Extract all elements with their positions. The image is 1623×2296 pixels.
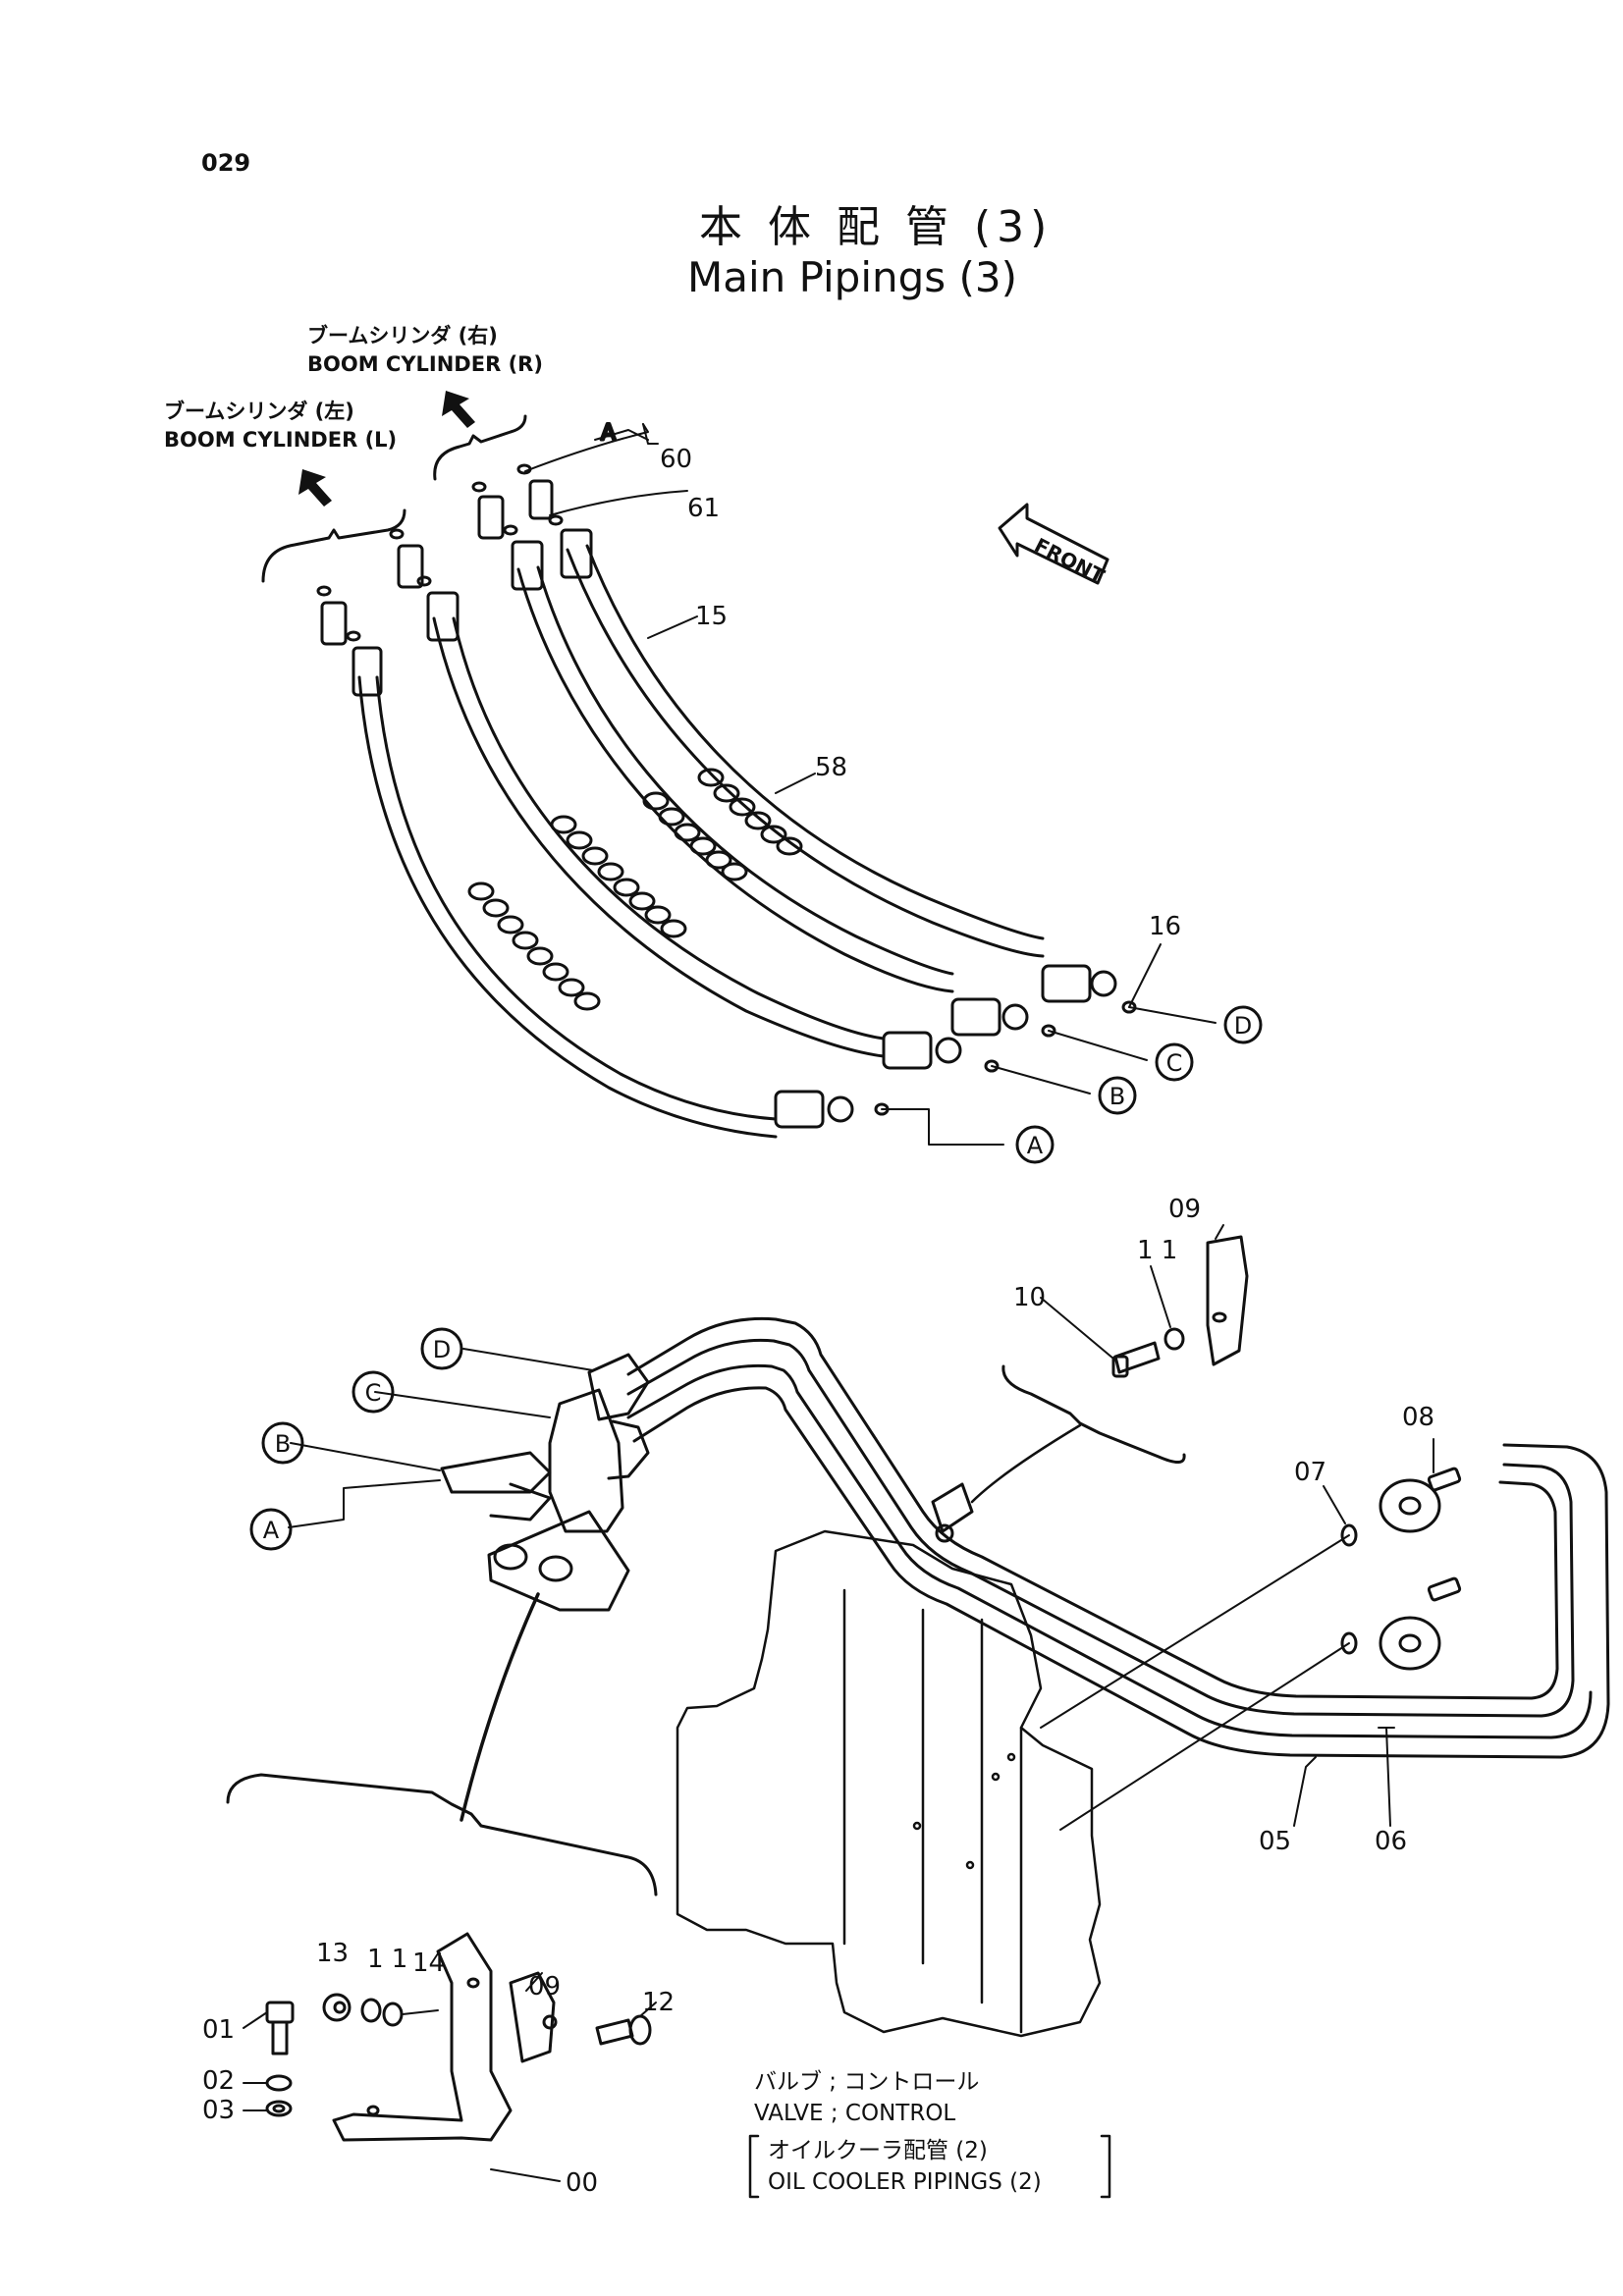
boom-cylinder-right-label-jp: ブームシリンダ (右) xyxy=(307,324,498,347)
bracket-assembly-00 xyxy=(332,1932,558,2142)
ref-a-lower-label: A xyxy=(263,1517,280,1544)
leader-07-lower xyxy=(1059,1642,1350,1831)
bracket-a-label: A xyxy=(601,421,616,446)
leader-07 xyxy=(1323,1485,1346,1524)
ref-circle-c-upper: C xyxy=(1155,1042,1194,1082)
boom-cylinder-right-label-en: BOOM CYLINDER (R) xyxy=(307,352,543,376)
part-label-12: 12 xyxy=(642,1988,675,2017)
oil-cooler-pipings-label-jp: オイルクーラ配管 (2) xyxy=(768,2138,988,2163)
arrow-boom-right-icon xyxy=(442,391,475,428)
clamp-detail-upper xyxy=(1111,1235,1249,1378)
part-label-16: 16 xyxy=(1149,912,1181,941)
ref-circle-a-lower: A xyxy=(249,1508,293,1551)
part-label-58: 58 xyxy=(815,753,847,782)
hose-a xyxy=(357,675,778,1139)
ref-circle-b-upper: B xyxy=(1098,1076,1137,1115)
part-label-02: 02 xyxy=(202,2066,235,2096)
part-label-03: 03 xyxy=(202,2096,235,2125)
lower-part-labels: 09 1 1 10 08 07 05 06 13 1 1 14 09 12 01… xyxy=(202,1195,1434,2198)
leader-07-upper xyxy=(1040,1534,1350,1729)
front-arrow-icon: FRONT xyxy=(998,503,1109,588)
washer-11-lower xyxy=(360,1998,382,2023)
ref-circle-c-lower: C xyxy=(352,1370,395,1414)
callout-line-lower xyxy=(460,1592,540,1822)
part-label-14: 14 xyxy=(412,1949,445,1978)
control-valve-block xyxy=(676,1529,1102,2038)
bracket-a-60 xyxy=(594,429,649,441)
part-label-61: 61 xyxy=(687,494,720,523)
hose-d xyxy=(566,544,1045,958)
part-label-08: 08 xyxy=(1402,1403,1434,1432)
ref-a-upper-label: A xyxy=(1027,1132,1044,1159)
part-label-09-lower: 09 xyxy=(528,1972,561,2002)
upper-part-labels: 60 61 15 58 16 xyxy=(660,445,1181,941)
hose-c xyxy=(516,565,954,993)
oil-cooler-bracket-right xyxy=(1100,2134,1111,2199)
part-label-13: 13 xyxy=(316,1939,349,1968)
flange-lower xyxy=(1379,1576,1462,1671)
part-label-09-upper: 09 xyxy=(1168,1195,1201,1224)
valve-control-label-en: VALVE ; CONTROL xyxy=(754,2101,956,2126)
ref-circle-d-lower: D xyxy=(420,1327,463,1370)
callout-brace-lower xyxy=(226,1773,658,1896)
pipe-clamp-middle xyxy=(931,1482,974,1543)
lower-leader-lines xyxy=(243,1972,657,2182)
part-label-00: 00 xyxy=(566,2168,598,2198)
ref-b-upper-label: B xyxy=(1109,1083,1125,1110)
ref-circle-a-upper: A xyxy=(1015,1125,1055,1164)
hose-protector-rings xyxy=(467,768,803,1011)
part-label-10: 10 xyxy=(1013,1283,1046,1312)
leader-06 xyxy=(1378,1727,1395,1827)
hose-b xyxy=(432,616,886,1058)
washer-02 xyxy=(265,2074,293,2092)
washer-03 xyxy=(265,2100,293,2117)
ref-c-lower-label: C xyxy=(365,1379,382,1407)
main-pipe-pair xyxy=(626,1316,1610,1759)
valve-control-label-jp: バルブ ; コントロール xyxy=(754,2069,980,2095)
junction-block xyxy=(440,1353,650,1612)
ref-d-upper-label: D xyxy=(1234,1012,1252,1040)
ref-c-upper-label: C xyxy=(1166,1049,1183,1077)
part-label-15: 15 xyxy=(695,602,728,631)
ref-circle-d-upper: D xyxy=(1223,1005,1263,1044)
oil-cooler-pipings-label-en: OIL COOLER PIPINGS (2) xyxy=(768,2169,1042,2195)
leader-05 xyxy=(1293,1756,1317,1827)
upper-adapters xyxy=(320,479,593,697)
clamp-detail-upper-leaders xyxy=(1040,1224,1224,1360)
upper-o-rings xyxy=(316,463,564,642)
part-label-01: 01 xyxy=(202,2015,235,2045)
ref-circle-b-lower: B xyxy=(261,1421,304,1465)
boom-cylinder-left-label-jp: ブームシリンダ (左) xyxy=(164,400,354,423)
callout-line-clamp xyxy=(970,1423,1082,1504)
ref-d-lower-label: D xyxy=(433,1336,451,1363)
flange-upper xyxy=(1379,1467,1462,1533)
bolt-12 xyxy=(595,2014,652,2046)
o-ring-07-upper xyxy=(1340,1523,1358,1547)
callout-brace-clamp xyxy=(1001,1364,1186,1464)
arrow-boom-left-icon xyxy=(298,469,332,507)
part-label-11-upper: 1 1 xyxy=(1137,1236,1177,1265)
washer-14 xyxy=(382,2002,404,2027)
hose-end-fittings xyxy=(774,964,1137,1129)
brace-boom-left xyxy=(261,508,406,583)
upper-leader-lines xyxy=(524,423,1217,1146)
page-title-english: Main Pipings (3) xyxy=(687,253,1018,301)
part-label-60: 60 xyxy=(660,445,692,474)
nut-13 xyxy=(322,1993,352,2022)
junction-leader-lines xyxy=(288,1348,594,1528)
bolt-01 xyxy=(265,2001,295,2056)
brace-boom-right xyxy=(433,414,527,481)
ref-b-lower-label: B xyxy=(275,1430,291,1458)
page-title-japanese: 本 体 配 管 (3) xyxy=(699,202,1054,252)
oil-cooler-bracket-left xyxy=(748,2134,760,2199)
boom-cylinder-left-label-en: BOOM CYLINDER (L) xyxy=(164,428,398,452)
o-ring-07-lower xyxy=(1340,1631,1358,1655)
part-label-05: 05 xyxy=(1259,1827,1291,1856)
part-label-06: 06 xyxy=(1375,1827,1407,1856)
part-label-07: 07 xyxy=(1294,1458,1326,1487)
part-label-11-lower: 1 1 xyxy=(367,1945,407,1974)
page-number: 029 xyxy=(201,149,251,177)
